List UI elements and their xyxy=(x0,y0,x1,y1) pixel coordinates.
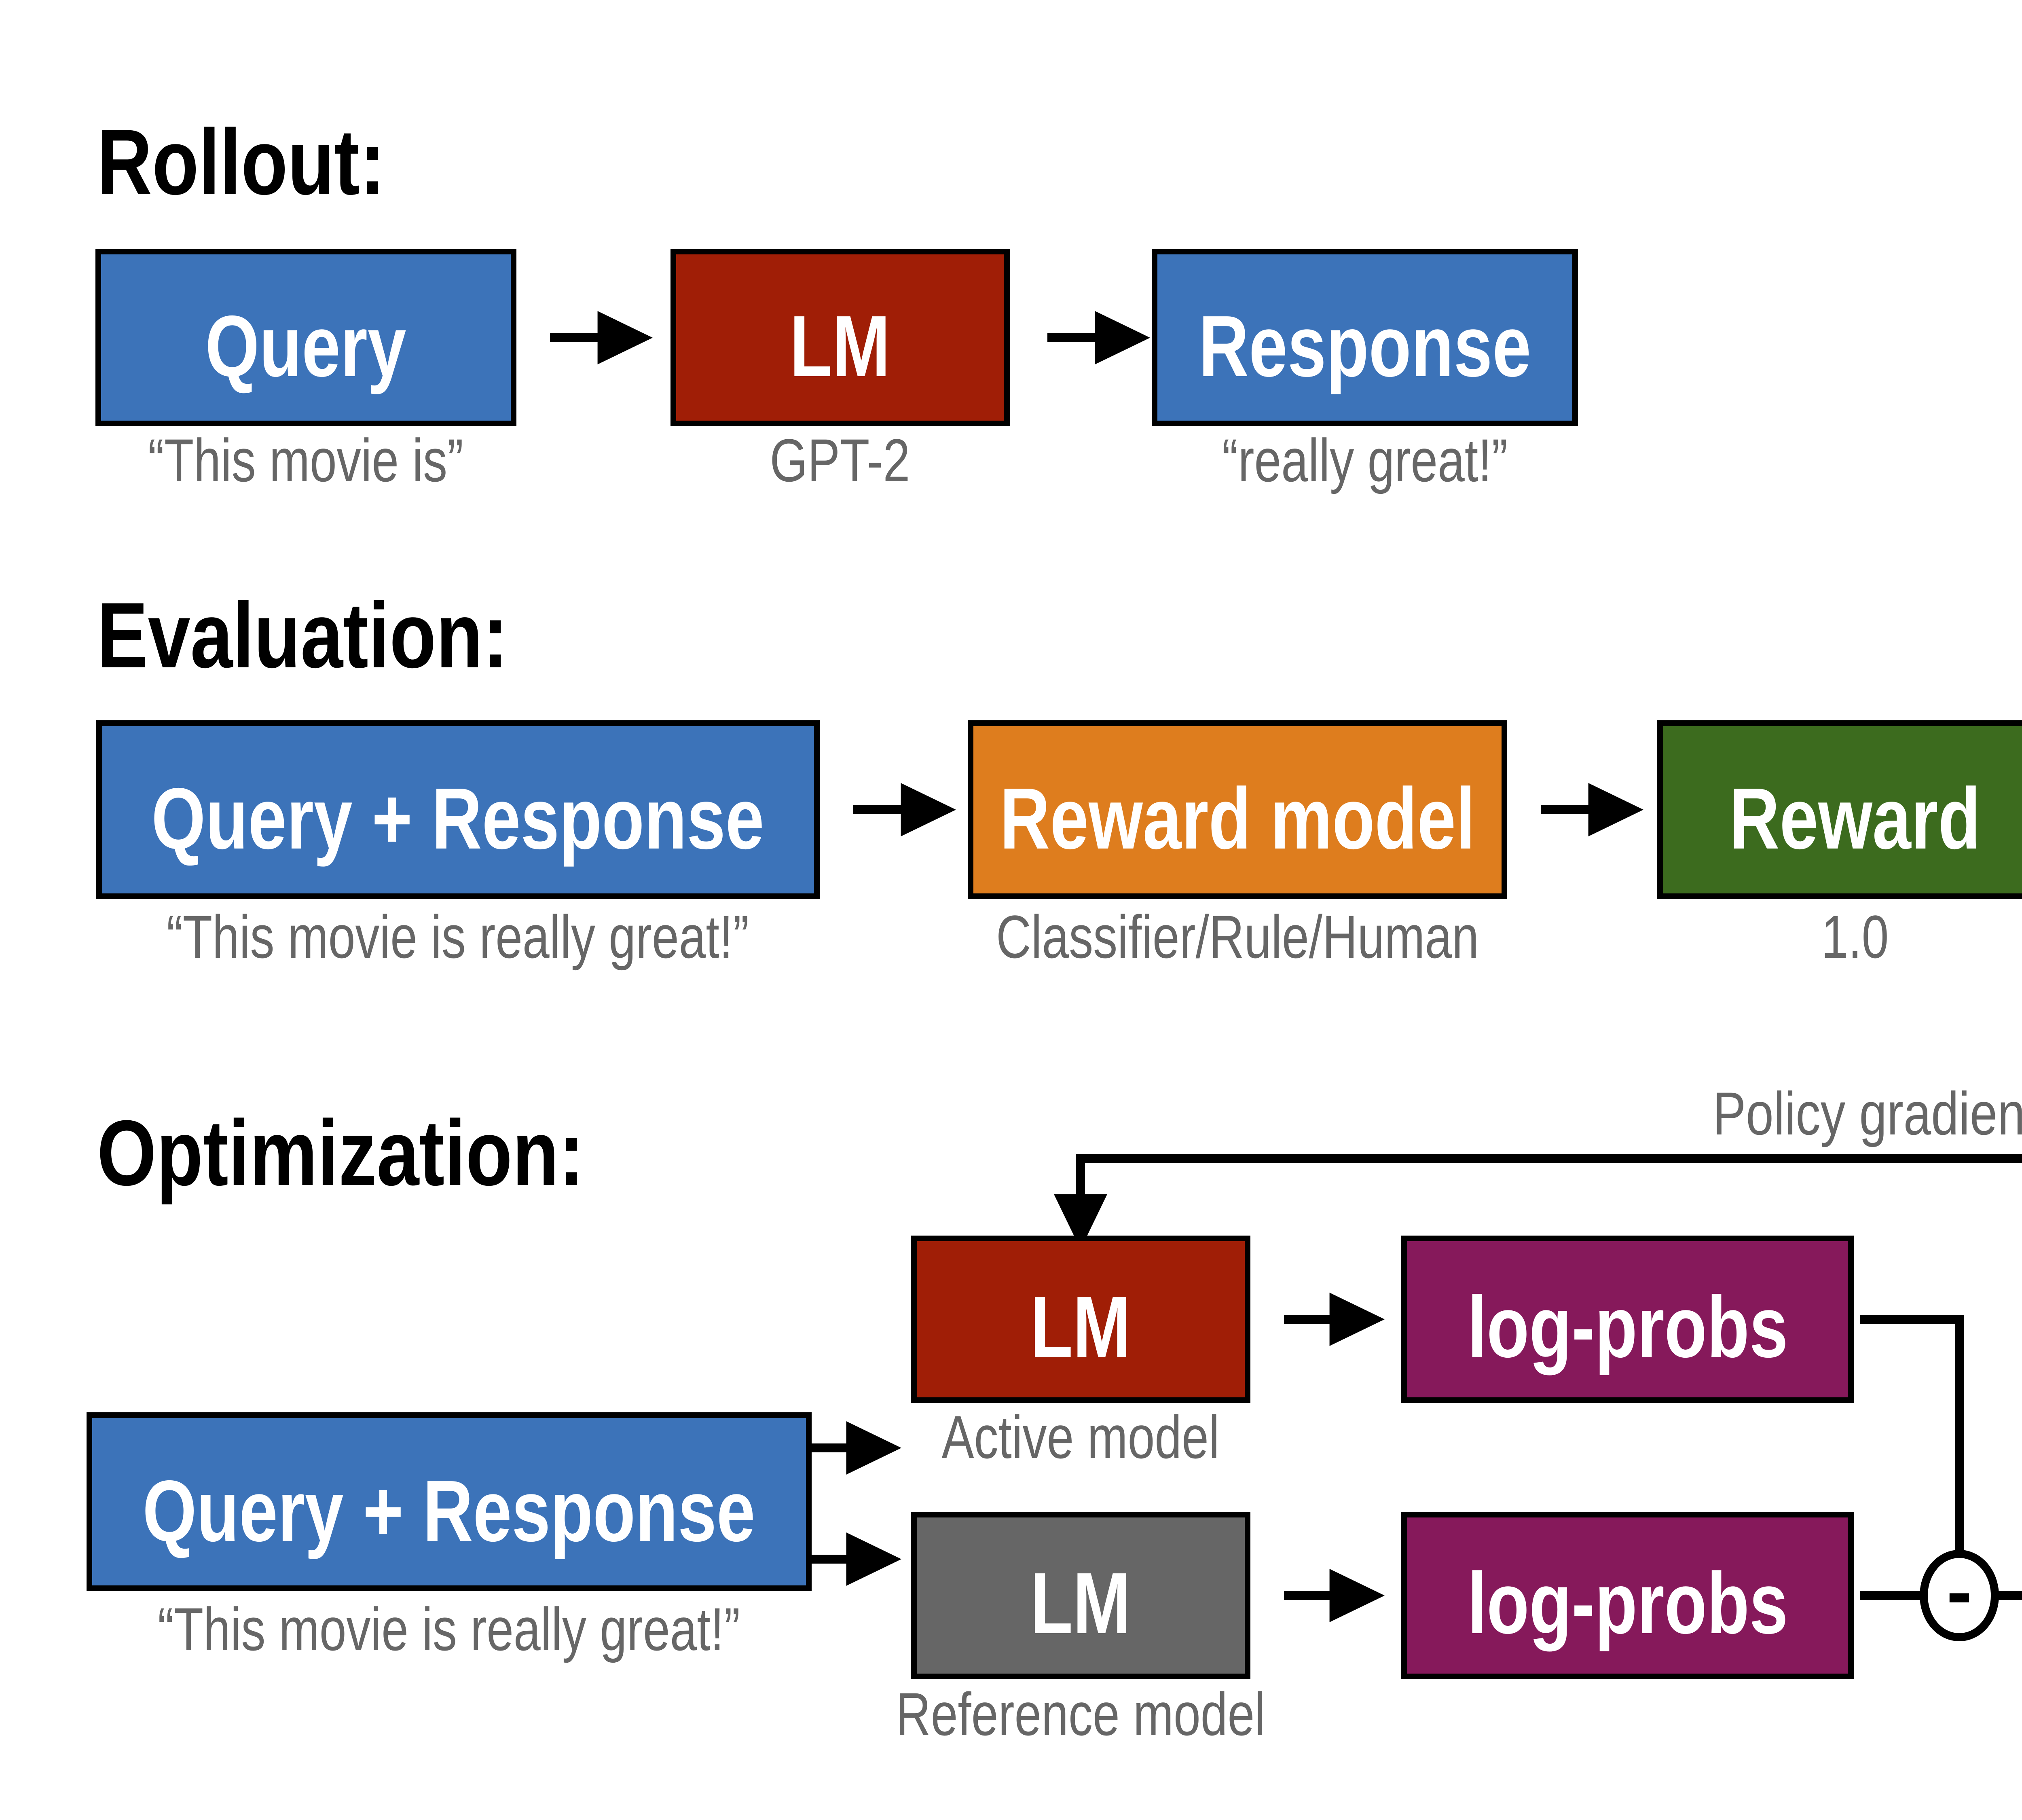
section-optimization: Optimization: Policy gradients optimize … xyxy=(87,1080,2022,1748)
section-title-rollout: Rollout: xyxy=(97,110,385,214)
node-eval-reward-caption: 1.0 xyxy=(1821,903,1889,971)
node-eval-reward[interactable]: Reward xyxy=(1657,720,2022,899)
node-reference-lm[interactable]: LM xyxy=(911,1512,1250,1679)
node-rollout-lm-caption: GPT-2 xyxy=(770,426,910,494)
node-opt-query-response-box[interactable] xyxy=(87,1412,812,1591)
node-active-lm-label: LM xyxy=(1030,1279,1131,1376)
operator-subtract-symbol: - xyxy=(1946,1549,1972,1634)
node-opt-query-response-label: Query + Response xyxy=(142,1463,755,1560)
node-reference-logprobs[interactable]: log-probs xyxy=(1401,1512,1854,1679)
node-query-caption: “This movie is” xyxy=(148,426,463,494)
section-rollout: Rollout: Query “This movie is” LM GPT-2 … xyxy=(95,110,1578,494)
node-reward-model-label: Reward model xyxy=(1000,770,1475,868)
node-rollout-lm-box[interactable] xyxy=(670,249,1010,426)
line-active-logprobs-to-minus xyxy=(1860,1315,1964,1596)
node-rollout-lm-label: LM xyxy=(790,298,890,395)
node-reference-logprobs-label: log-probs xyxy=(1468,1555,1788,1652)
policy-gradient-annotation: Policy gradients optimize model xyxy=(1713,1080,2022,1147)
node-response-caption: “really great!” xyxy=(1222,426,1508,494)
node-reference-lm-label: LM xyxy=(1030,1555,1131,1652)
node-eval-reward-box[interactable] xyxy=(1657,720,2022,899)
node-reference-lm-caption: Reference model xyxy=(896,1680,1265,1748)
node-eval-query-response-caption: “This movie is really great!” xyxy=(167,903,749,971)
section-evaluation: Evaluation: Query + Response “This movie… xyxy=(96,583,2022,971)
node-reward-model[interactable]: Reward model xyxy=(968,720,1507,899)
node-rollout-lm[interactable]: LM xyxy=(670,249,1010,426)
section-title-optimization: Optimization: xyxy=(97,1101,584,1205)
node-reference-logprobs-box[interactable] xyxy=(1401,1512,1854,1679)
node-opt-query-response-caption: “This movie is really great!” xyxy=(158,1595,740,1663)
node-eval-query-response[interactable]: Query + Response xyxy=(96,720,820,899)
node-query[interactable]: Query xyxy=(95,249,516,426)
node-query-label: Query xyxy=(205,298,406,395)
node-eval-query-response-box[interactable] xyxy=(96,720,820,899)
node-eval-query-response-label: Query + Response xyxy=(151,770,764,868)
node-active-logprobs[interactable]: log-probs xyxy=(1401,1236,1854,1403)
node-active-lm-caption: Active model xyxy=(942,1403,1220,1471)
node-opt-query-response[interactable]: Query + Response xyxy=(87,1412,812,1591)
node-active-lm-box[interactable] xyxy=(911,1236,1250,1403)
node-active-logprobs-box[interactable] xyxy=(1401,1236,1854,1403)
node-reward-model-caption: Classifier/Rule/Human xyxy=(996,903,1479,971)
node-response-box[interactable] xyxy=(1152,249,1578,426)
operator-subtract: - xyxy=(1920,1549,1999,1641)
section-title-evaluation: Evaluation: xyxy=(97,583,508,687)
node-reward-model-box[interactable] xyxy=(968,720,1507,899)
node-eval-reward-label: Reward xyxy=(1729,770,1980,868)
node-active-lm[interactable]: LM xyxy=(911,1236,1250,1403)
node-query-box[interactable] xyxy=(95,249,516,426)
node-response-label: Response xyxy=(1199,298,1531,395)
arrow-policy-gradient-feedback xyxy=(1054,1154,2022,1250)
node-active-logprobs-label: log-probs xyxy=(1468,1279,1788,1376)
node-reference-lm-box[interactable] xyxy=(911,1512,1250,1679)
node-response[interactable]: Response xyxy=(1152,249,1578,426)
operator-subtract-circle xyxy=(1920,1550,1999,1641)
